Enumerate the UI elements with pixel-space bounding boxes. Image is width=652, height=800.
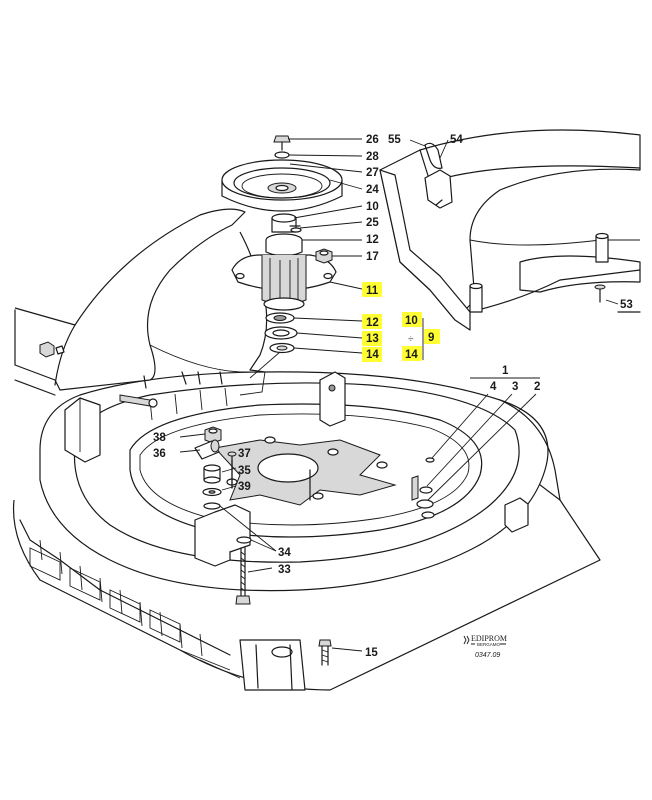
highlights [362,282,440,362]
mower-deck [12,371,601,691]
callout-17: 17 [366,251,379,263]
brand-name: EDIPROM [471,634,507,643]
callout-35: 35 [238,465,251,477]
callout-15: 15 [365,647,378,659]
callout-26: 26 [366,134,379,146]
hardware-parts [194,426,332,666]
callout-12-top: 12 [366,234,379,246]
right-frame-arm [379,129,641,331]
kit-bottom-label: 14 [405,349,418,361]
callout-2: 2 [534,381,540,393]
guard-bolts [39,341,223,408]
callout-34: 34 [278,547,291,559]
callout-11: 11 [366,285,379,297]
callout-14: 14 [366,349,379,361]
highlight-14 [362,347,382,362]
highlight-kit-10 [402,312,422,327]
kit-result-label: 9 [428,332,434,344]
callout-54: 54 [450,134,463,146]
callout-25: 25 [366,217,379,229]
leader-lines [179,138,619,652]
callout-24: 24 [366,184,379,196]
callout-38: 38 [153,432,166,444]
callout-37: 37 [238,448,251,460]
ediprom-logo: EDIPROM BERGAMO 0347.09 [463,634,507,659]
highlight-kit-14 [402,346,422,361]
kit-group: 10 ÷ 14 9 [405,315,434,361]
highlight-11 [362,282,382,297]
callout-3: 3 [512,381,518,393]
callout-55: 55 [388,134,401,146]
brand-sub: BERGAMO [477,642,501,647]
pulley-assembly [221,135,343,379]
callout-1: 1 [502,365,509,377]
brand-mark-icon [463,635,470,645]
callout-28: 28 [366,151,379,163]
highlight-13 [362,331,382,346]
highlight-kit-9 [424,329,440,344]
callout-4: 4 [490,381,497,393]
discharge-guard [14,208,268,408]
kit-range-symbol: ÷ [408,334,414,345]
highlight-12 [362,314,382,329]
drawing-code: 0347.09 [475,652,500,659]
callout-39: 39 [238,481,251,493]
callout-12: 12 [366,317,379,329]
skirt-ribs [29,539,203,657]
callout-27: 27 [366,167,379,179]
callout-33: 33 [278,564,291,576]
callout-10: 10 [366,201,379,213]
callout-13: 13 [366,333,379,345]
callout-labels: 26 55 54 28 27 24 10 25 12 17 11 12 13 1… [153,134,633,659]
callout-36: 36 [153,448,166,460]
kit-top-label: 10 [405,315,418,327]
callout-53: 53 [620,299,633,311]
